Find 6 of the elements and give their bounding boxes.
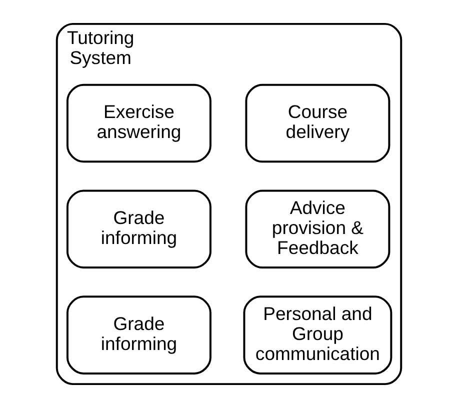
- node-box: Course delivery: [245, 84, 390, 163]
- node-box: Grade informing: [66, 296, 212, 374]
- node-box: Grade informing: [66, 190, 212, 269]
- node-box: Advice provision & Feedback: [245, 190, 390, 269]
- node-box: Exercise answering: [66, 84, 212, 163]
- node-box: Personal and Group communication: [243, 296, 392, 374]
